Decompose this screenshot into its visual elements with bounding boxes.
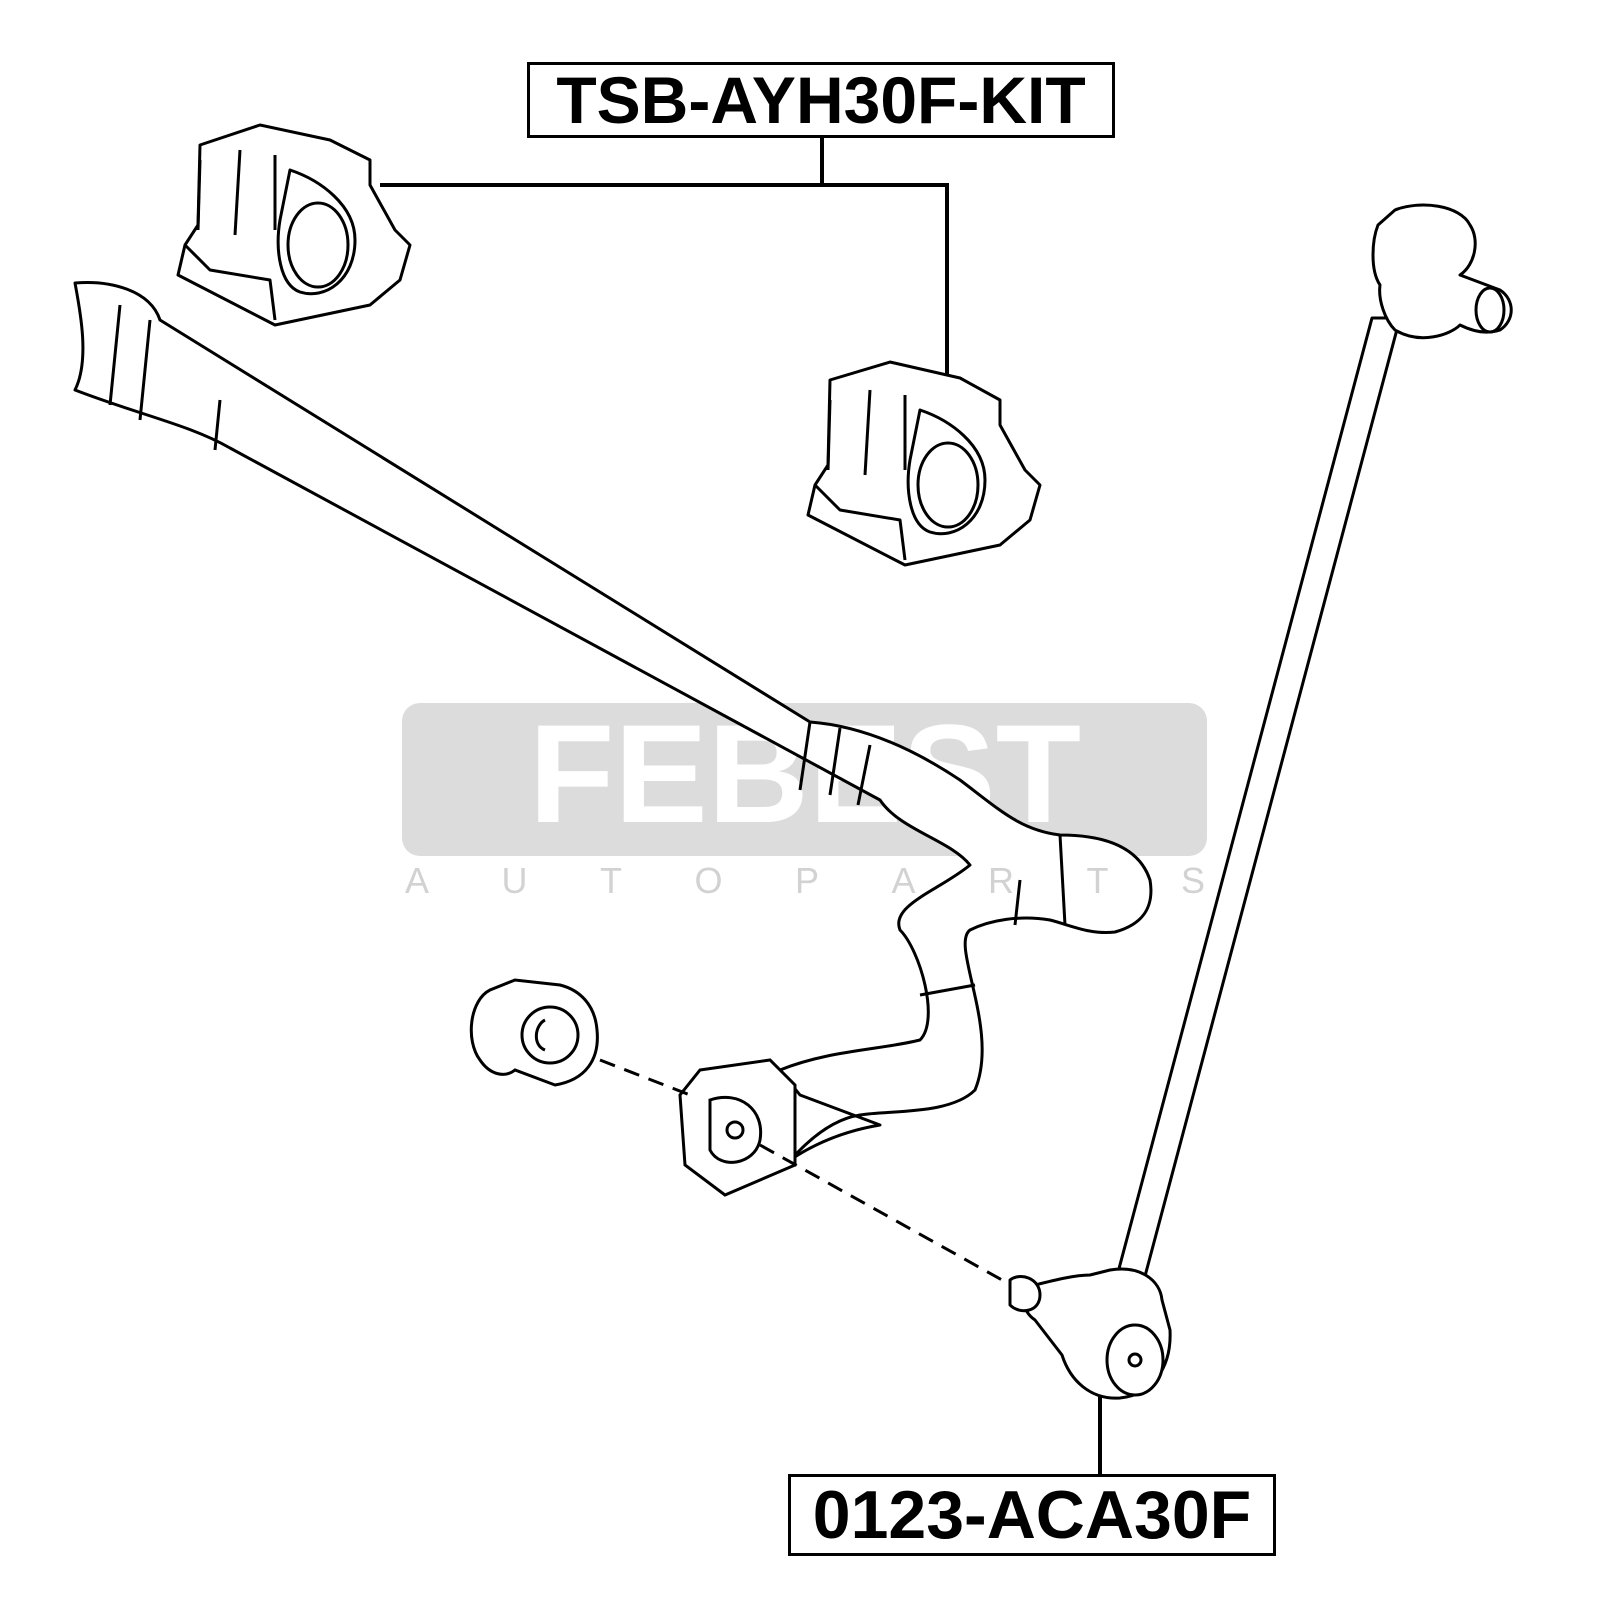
end-bushing — [469, 978, 599, 1087]
assembly-dashes — [599, 1058, 1021, 1292]
stabilizer-bushing-1 — [176, 123, 412, 327]
watermark-letter: A — [405, 860, 430, 901]
watermark-letter: U — [501, 860, 528, 901]
bar-end-mount — [678, 1058, 797, 1197]
watermark-letter: P — [794, 860, 819, 901]
stabilizer-link — [1008, 203, 1513, 1400]
watermark-letter: S — [1180, 860, 1205, 901]
link-part-number-label[interactable]: 0123-ACA30F — [788, 1474, 1276, 1556]
watermark-letter: T — [1086, 860, 1109, 901]
kit-leader-lines — [380, 138, 949, 385]
watermark-letter: T — [599, 860, 622, 901]
watermark-letter: A — [891, 860, 916, 901]
kit-part-number-label[interactable]: TSB-AYH30F-KIT — [527, 62, 1115, 138]
watermark-letter: R — [987, 860, 1014, 901]
stabilizer-bushing-2 — [806, 360, 1042, 567]
watermark-letter: O — [694, 860, 723, 901]
stabilizer-bar — [73, 281, 1153, 1162]
